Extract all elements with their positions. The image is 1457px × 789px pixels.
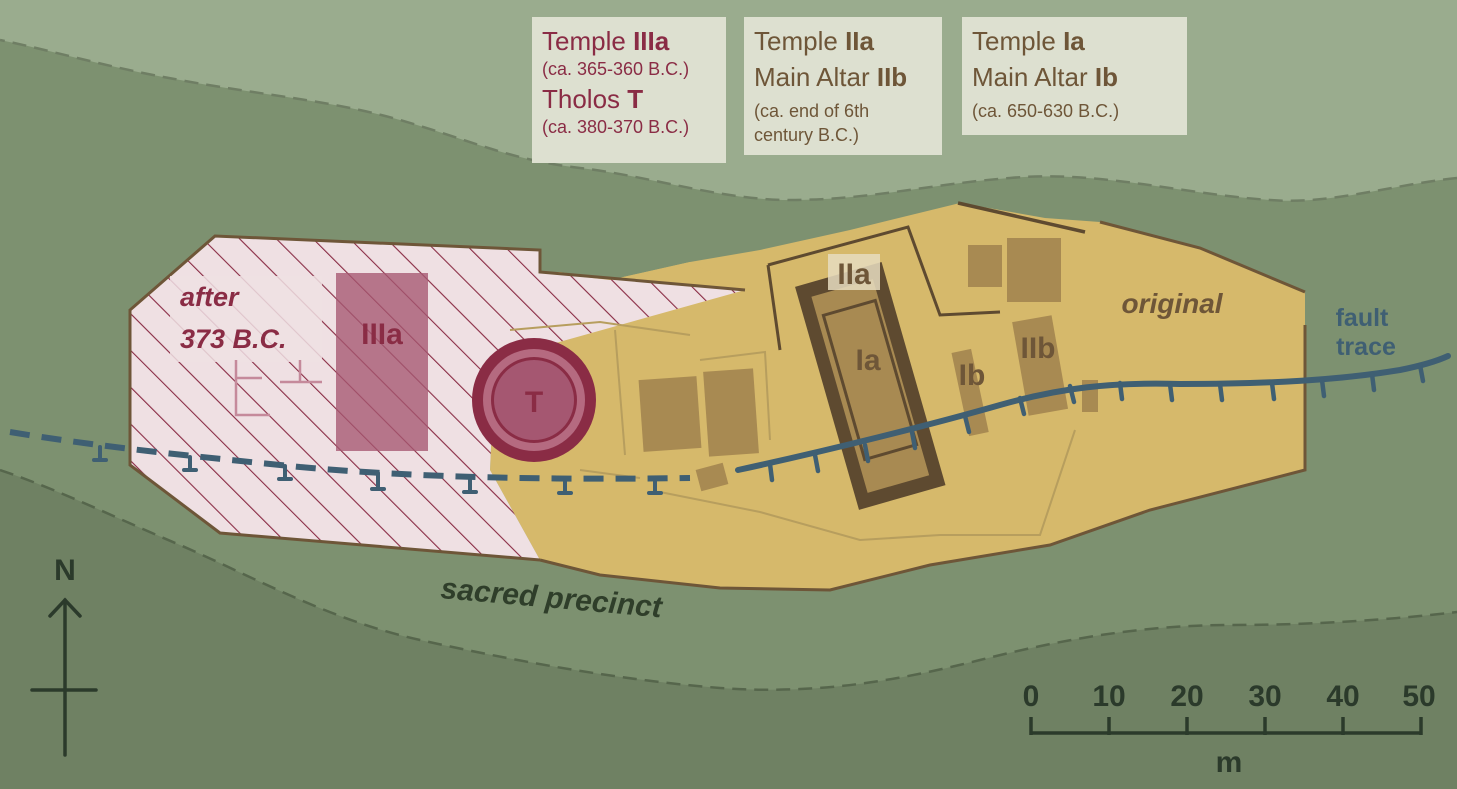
upper-band-dashed-edge [0,38,1457,202]
lower-band-dashed-edge [0,468,1457,691]
legend-date-line1: (ca. end of 6th [754,101,870,121]
scale-tick-30: 30 [1248,680,1281,713]
legend-temple-word: Temple [972,26,1056,56]
scale-unit: m [1216,746,1243,779]
IIa-label-plate [828,254,880,290]
fault-label-line2: trace [1336,333,1396,361]
legend-date: (ca. 650-630 B.C.) [972,101,1120,121]
scale-tick-40: 40 [1326,680,1359,713]
small-structures [638,238,1098,492]
fault-label-line1: fault [1336,304,1389,332]
foundation-traces [509,320,1076,542]
legend-box-IIa: Temple IIa Main Altar IIb (ca. end of 6t… [744,17,942,155]
original-label: original [1121,288,1223,319]
altar-Ib-label: Ib [959,359,986,392]
legend-date-line2: century B.C.) [754,125,860,145]
scale-bar [1029,717,1423,735]
tholos-T [472,338,596,462]
original-precinct-outline [539,220,1307,592]
legend-tholos-word: Tholos [542,84,621,114]
temple-IIIa-label: IIIa [361,318,403,351]
scale-tick-labels: 0 10 20 30 40 50 [1023,680,1436,713]
later-precinct-outline [128,234,746,562]
legend-temple-date: (ca. 365-360 B.C.) [542,59,690,79]
legend-temple-roman: IIIa [633,26,670,56]
altar-Ib [951,348,989,437]
north-label: N [54,554,76,587]
later-precinct-cover [540,262,745,290]
wall-lines [766,225,1001,351]
after-label-plate [170,276,322,362]
scale-tick-20: 20 [1170,680,1203,713]
legend-altar-word: Main Altar [754,62,870,92]
scale-tick-50: 50 [1402,680,1435,713]
temple-Ia-label: Ia [855,344,880,377]
fault-trace-dashed [9,429,691,495]
IIIa-annex-lines [234,360,322,417]
legend-temple-roman: Ia [1063,26,1085,56]
temple-IIIa [336,273,428,451]
scale-tick-0: 0 [1023,680,1040,713]
legend-temple-word: Temple [754,26,838,56]
after-label-line1: after [180,282,240,312]
fault-trace-solid [735,353,1451,483]
precinct-wall-segment [957,201,1086,234]
legend-temple-word: Temple [542,26,626,56]
legend-altar-roman: Ib [1094,62,1118,92]
legend-tholos-letter: T [627,84,644,114]
temple-Ia [821,298,919,462]
temple-IIa-label: IIa [837,258,871,291]
legend-box-IIIa: Temple IIIa (ca. 365-360 B.C.) Tholos T … [532,17,726,163]
legend-altar-word: Main Altar [972,62,1088,92]
legend-temple-roman: IIa [845,26,874,56]
legend-altar-roman: IIb [876,62,908,92]
legend-box-Ia: Temple Ia Main Altar Ib (ca. 650-630 B.C… [962,17,1187,135]
tholos-T-label: T [525,386,543,419]
north-arrow [30,597,98,757]
scale-tick-10: 10 [1092,680,1125,713]
altar-IIb-label: IIb [1021,332,1056,365]
legend-tholos-date: (ca. 380-370 B.C.) [542,117,690,137]
after-label-line2: 373 B.C. [180,324,287,354]
lower-terrain-band [0,470,1457,789]
